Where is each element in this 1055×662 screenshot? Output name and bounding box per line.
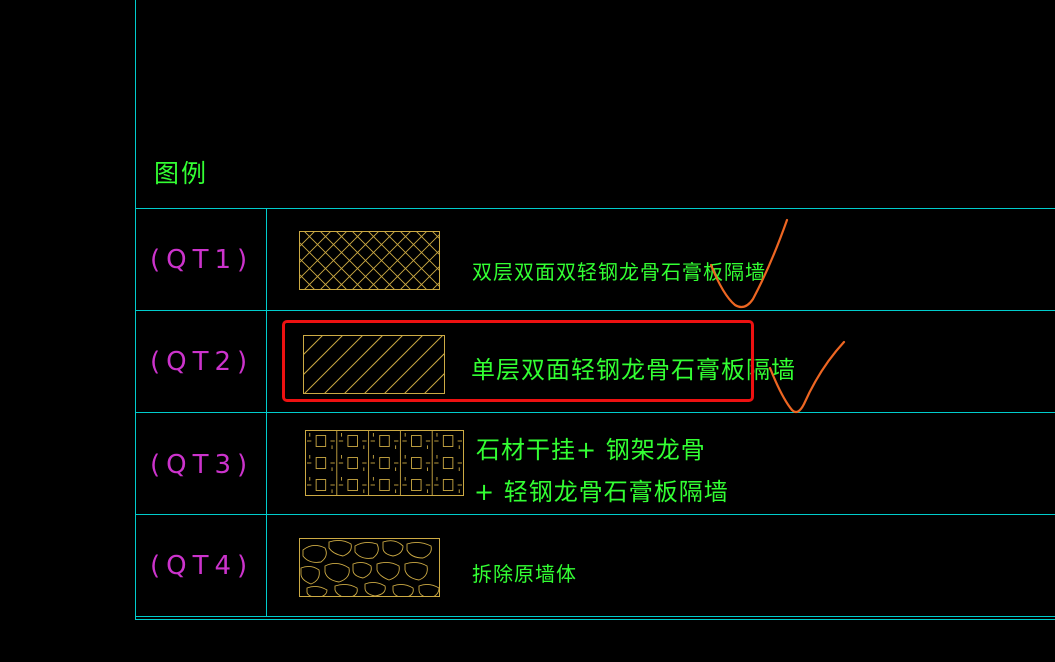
rubble-hatch-icon (299, 538, 440, 597)
check-mark-icon (768, 340, 846, 414)
row-description-qt3-line2: + 轻钢龙骨石膏板隔墙 (474, 478, 729, 506)
row-code-qt3: (QT3) (150, 450, 254, 480)
check-mark-icon (709, 218, 789, 309)
row-description-qt3-line1: 石材干挂+ 钢架龙骨 (476, 436, 706, 464)
row-code-qt4: (QT4) (150, 551, 254, 581)
row-code-qt1: (QT1) (150, 245, 254, 275)
legend-title: 图例 (154, 159, 209, 188)
cross-hatch-icon (299, 231, 440, 290)
row-code-qt2: (QT2) (150, 347, 254, 377)
row-description-qt4: 拆除原墙体 (472, 562, 577, 586)
stone-grid-hatch-icon (305, 430, 464, 496)
row-description-qt2: 单层双面轻钢龙骨石膏板隔墙 (471, 356, 796, 384)
diagonal-hatch-icon (303, 335, 445, 394)
row-description-qt1: 双层双面双轻钢龙骨石膏板隔墙 (472, 260, 766, 284)
highlight-box-qt2 (282, 320, 754, 402)
